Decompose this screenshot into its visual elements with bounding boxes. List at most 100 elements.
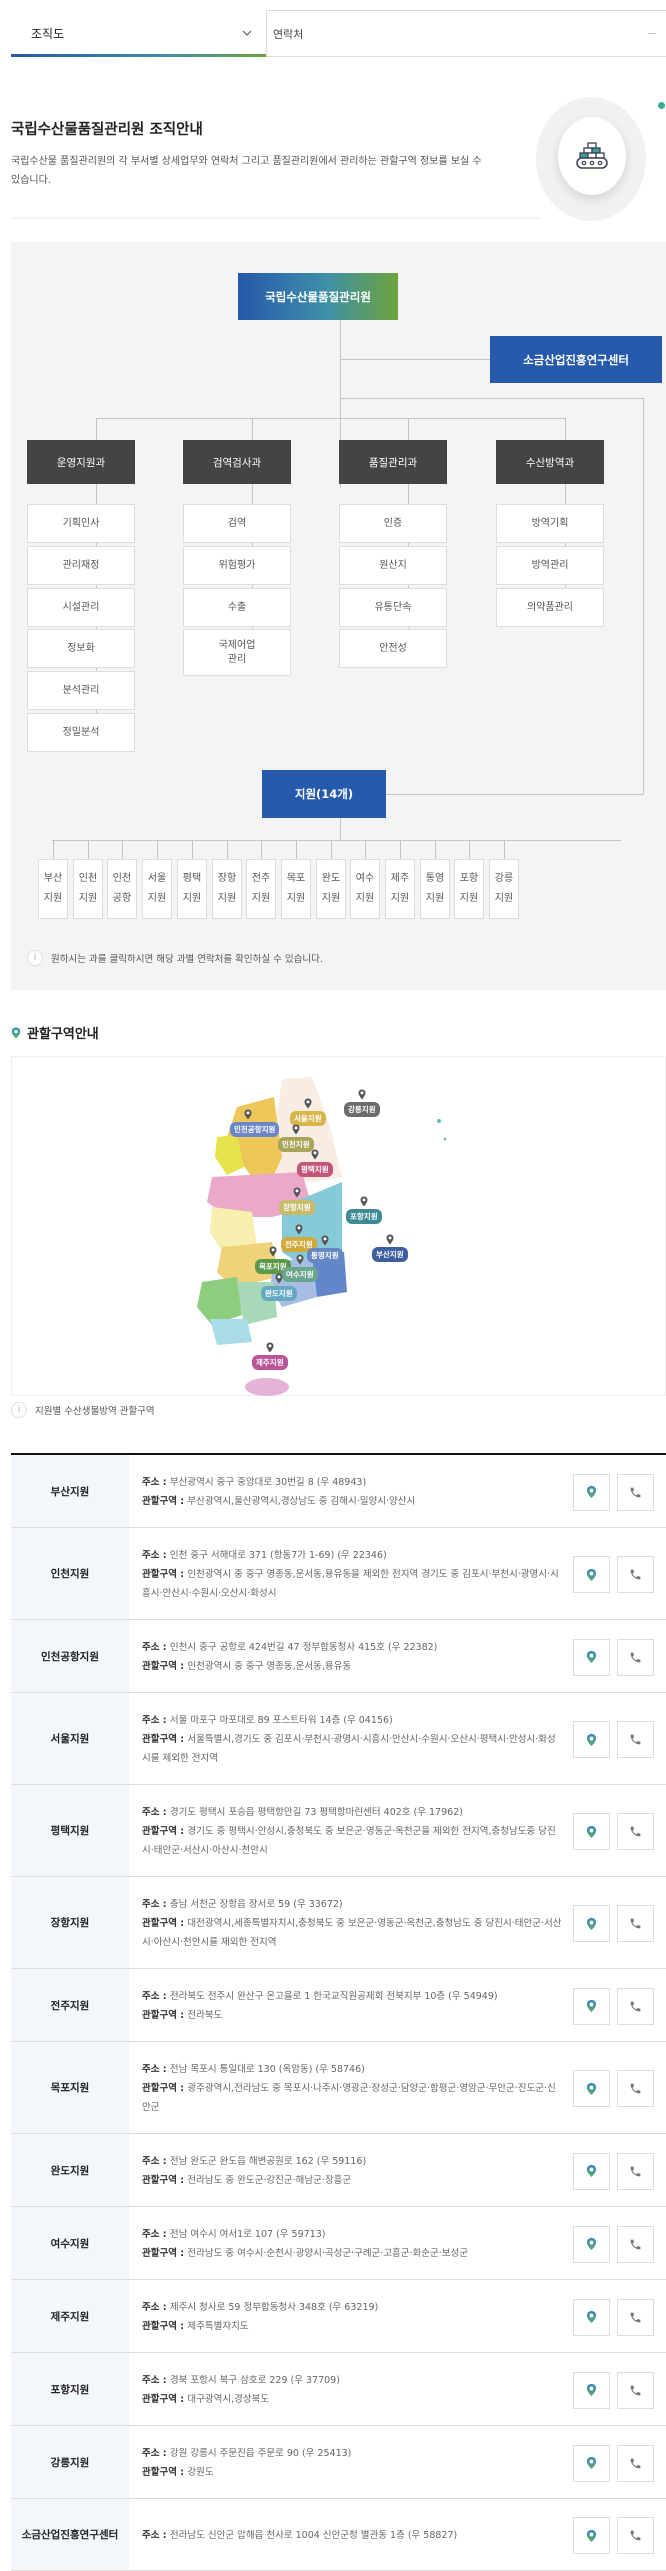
map-branch-label[interactable]: 강릉지원: [344, 1102, 380, 1117]
view-map-button[interactable]: [573, 2444, 610, 2482]
map-branch-label[interactable]: 인천지원: [278, 1137, 314, 1152]
view-map-button[interactable]: [573, 2517, 610, 2554]
dept-aquatic-disease-control[interactable]: 수산방역과: [496, 440, 604, 484]
dept-quality-management[interactable]: 품질관리과: [339, 440, 447, 484]
branches-node[interactable]: 지원(14개): [262, 770, 386, 818]
map-branch-label[interactable]: 장항지원: [279, 1200, 315, 1215]
view-map-button[interactable]: [573, 2371, 610, 2409]
address-label: 주소 :: [142, 1991, 170, 2002]
org-chart-select[interactable]: 조직도: [11, 10, 266, 57]
call-button[interactable]: [617, 2444, 654, 2482]
map-branch-label[interactable]: 제주지원: [252, 1355, 288, 1370]
call-button[interactable]: [617, 1813, 654, 1850]
view-map-button[interactable]: [573, 1556, 610, 1593]
map-branch-label[interactable]: 목포지원: [255, 1259, 291, 1274]
branch-detail: 주소 : 부산광역시 중구 중앙대로 30번길 8 (우 48943)관할구역 …: [129, 1455, 666, 1527]
unit-box[interactable]: 정밀분석: [27, 713, 135, 752]
view-map-button[interactable]: [573, 1987, 610, 2025]
unit-box[interactable]: 관리재정: [27, 546, 135, 585]
unit-box[interactable]: 국제어업 관리: [183, 629, 291, 676]
view-map-button[interactable]: [573, 1473, 610, 1511]
call-button[interactable]: [617, 2517, 654, 2554]
map-branch-label[interactable]: 인천공항지원: [230, 1122, 280, 1137]
unit-box[interactable]: 검역: [183, 504, 291, 543]
call-button[interactable]: [617, 2070, 654, 2107]
view-map-button[interactable]: [573, 1721, 610, 1758]
call-button[interactable]: [617, 1638, 654, 1676]
call-button[interactable]: [617, 1721, 654, 1758]
unit-box[interactable]: 유통단속: [339, 588, 447, 627]
call-button[interactable]: [617, 2298, 654, 2336]
unit-box[interactable]: 방역관리: [496, 546, 604, 585]
address-value: 충남 서천군 장항읍 장서로 59 (우 33672): [169, 1899, 343, 1910]
connector-line: [296, 840, 297, 859]
call-button[interactable]: [617, 2371, 654, 2409]
unit-box[interactable]: 분석관리: [27, 671, 135, 710]
unit-box[interactable]: 안전성: [339, 629, 447, 668]
unit-box[interactable]: 기획인사: [27, 504, 135, 543]
phone-icon: [630, 1487, 641, 1497]
map-branch-label[interactable]: 완도지원: [261, 1286, 297, 1301]
branch-detail: 주소 : 전남 여수시 여서1로 107 (우 59713)관할구역 : 전라남…: [129, 2207, 666, 2279]
call-button[interactable]: [617, 2152, 654, 2190]
view-map-button[interactable]: [573, 1813, 610, 1850]
unit-box[interactable]: 인증: [339, 504, 447, 543]
view-map-button[interactable]: [573, 2225, 610, 2263]
address-label: 주소 :: [142, 1715, 170, 1726]
map-pin-icon: [311, 1149, 319, 1160]
map-branch-label[interactable]: 전주지원: [281, 1237, 317, 1252]
call-button[interactable]: [617, 1556, 654, 1593]
area-label: 관할구역 :: [142, 2394, 188, 2405]
branch-info: 주소 : 부산광역시 중구 중앙대로 30번길 8 (우 48943)관할구역 …: [142, 1473, 563, 1511]
map-branch-label[interactable]: 통영지원: [307, 1248, 343, 1263]
map-branch-label[interactable]: 포항지원: [346, 1209, 382, 1224]
unit-box[interactable]: 방역기획: [496, 504, 604, 543]
map-branch-label[interactable]: 평택지원: [297, 1162, 333, 1177]
map-branch-label[interactable]: 서울지원: [290, 1111, 326, 1126]
call-button[interactable]: [617, 2225, 654, 2263]
org-top-node[interactable]: 국립수산물품질관리원: [238, 273, 398, 320]
call-button[interactable]: [617, 1473, 654, 1511]
salt-research-center-node[interactable]: 소금산업진흥연구센터: [490, 336, 662, 383]
unit-box[interactable]: 정보화: [27, 629, 135, 668]
call-button[interactable]: [617, 1987, 654, 2025]
branch-info: 주소 : 전남 완도군 완도읍 해변공원로 162 (우 59116)관할구역 …: [142, 2152, 563, 2190]
view-map-button[interactable]: [573, 2070, 610, 2107]
unit-box[interactable]: 위험평가: [183, 546, 291, 585]
unit-box[interactable]: 의약품관리: [496, 588, 604, 627]
area-label: 관할구역 :: [142, 2175, 188, 2186]
unit-box[interactable]: 수출: [183, 588, 291, 627]
view-map-button[interactable]: [573, 1638, 610, 1676]
map-branch-label[interactable]: 여수지원: [282, 1267, 318, 1282]
map-branch-label[interactable]: 부산지원: [372, 1247, 408, 1262]
dept-quarantine-inspection[interactable]: 검역검사과: [183, 440, 291, 484]
contact-select[interactable]: 연락처: [266, 10, 666, 57]
dept-operations-support[interactable]: 운영지원과: [27, 440, 135, 484]
view-map-button[interactable]: [573, 1905, 610, 1942]
map-pin-icon: [586, 2456, 597, 2470]
phone-icon: [630, 1652, 641, 1662]
branch-name: 목포지원: [11, 2042, 129, 2133]
call-button[interactable]: [617, 1905, 654, 1942]
view-map-button[interactable]: [573, 2298, 610, 2336]
unit-box[interactable]: 원산지: [339, 546, 447, 585]
unit-box[interactable]: 시설관리: [27, 588, 135, 627]
view-map-button[interactable]: [573, 2152, 610, 2190]
